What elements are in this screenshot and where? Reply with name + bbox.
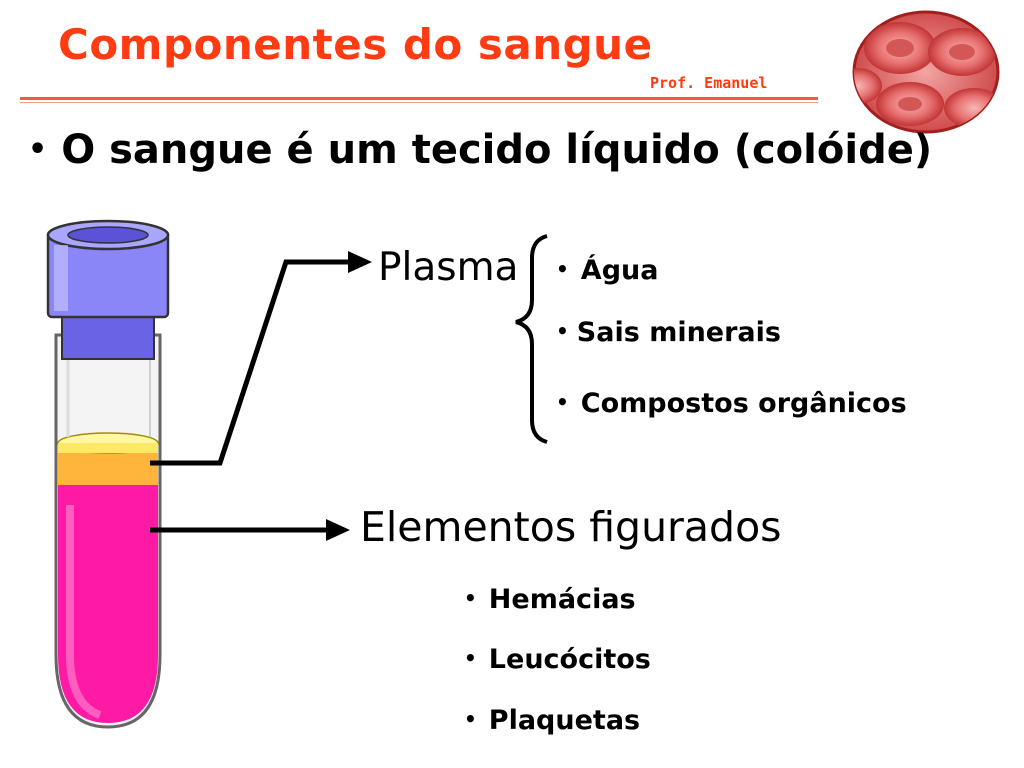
plasma-item-organic: Compostos orgânicos [580, 388, 907, 419]
element-item: •Hemácias [464, 584, 636, 615]
plasma-arrow-head [348, 251, 372, 273]
figured-elements-label: Elementos figurados [360, 503, 782, 551]
plasma-item: •Sais minerais [556, 317, 781, 348]
elements-arrow-head [326, 519, 350, 541]
author-label: Prof. Emanuel [650, 74, 768, 92]
intro-statement: • O sangue é um tecido líquido (colóide) [28, 127, 932, 173]
plasma-arrow-line [150, 259, 352, 466]
element-item-leucocitos: Leucócitos [488, 644, 651, 675]
bullet: • [28, 132, 48, 167]
title-underline [20, 97, 818, 100]
plasma-label: Plasma [378, 245, 519, 290]
plasma-item-water: Água [580, 255, 659, 286]
intro-text: O sangue é um tecido líquido (colóide) [61, 127, 933, 173]
element-item-plaquetas: Plaquetas [488, 705, 641, 736]
plasma-brace [515, 234, 548, 444]
element-item: •Plaquetas [464, 705, 641, 736]
slide-title: Componentes do sangue [58, 20, 653, 69]
test-tube-icon [46, 219, 170, 729]
element-item: •Leucócitos [464, 644, 651, 675]
plasma-item: •Compostos orgânicos [556, 388, 907, 419]
element-item-hemacias: Hemácias [488, 584, 636, 615]
plasma-item: •Água [556, 255, 659, 286]
red-blood-cells-image [852, 10, 1000, 134]
plasma-item-salts: Sais minerais [576, 317, 781, 348]
title-underline-thin [20, 102, 818, 103]
